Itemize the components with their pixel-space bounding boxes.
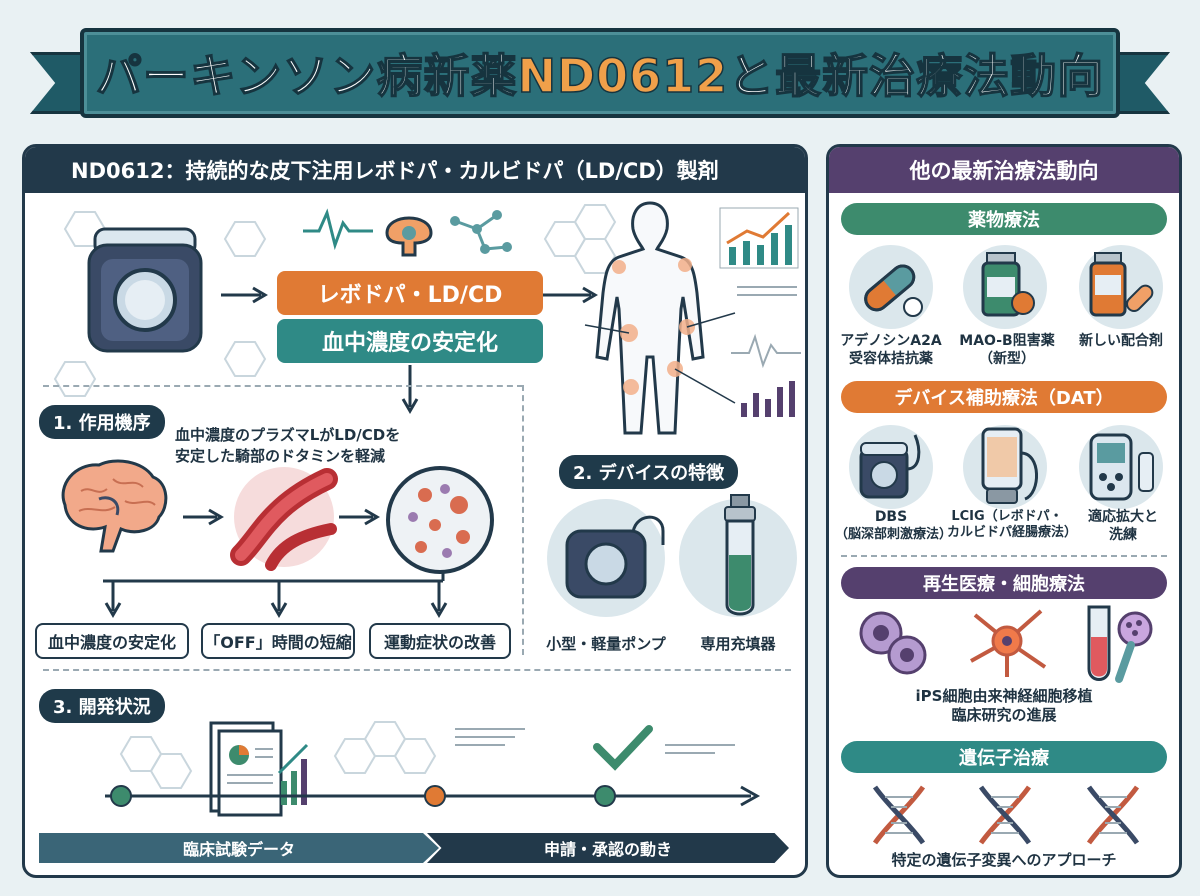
timeline-icon (105, 785, 761, 807)
dna-helix-icon (872, 785, 926, 845)
nd0612-panel: ND0612：持続的な皮下注用レボドパ・カルビドパ（LD/CD）製剤 レボドパ・… (22, 144, 808, 878)
drug-label-maob: MAO-B阻害薬（新型） (959, 333, 1055, 367)
arrow-right-icon (183, 508, 224, 526)
molecule-icon (450, 210, 512, 254)
dna-helix-icon (978, 785, 1032, 845)
bar-chart-icon (719, 207, 799, 269)
outcome-motor-symptoms: 運動症状の改善 (369, 623, 511, 659)
stage-approval: 申請・承認の動き (427, 833, 789, 863)
human-body-icon (584, 201, 736, 435)
neuron-icon (970, 609, 1047, 677)
title-banner: パーキンソン病新薬ND0612と最新治療法動向 (80, 28, 1120, 118)
device-tag: 2. デバイスの特徴 (559, 455, 739, 489)
waveform-icon (303, 208, 373, 251)
capsule-icon (864, 264, 923, 317)
mechanism-note: 血中濃度のプラズマLがLD/CDを 安定した騎部のドタミンを軽減 (175, 426, 401, 465)
blood-level-stabilization-pill: 血中濃度の安定化 (277, 319, 543, 363)
device-filler-label: 専用充填器 (700, 635, 776, 653)
mechanism-tag: 1. 作用機序 (39, 405, 165, 439)
dbs-device-icon (859, 434, 921, 499)
lines-icon (455, 728, 525, 746)
lcig-pump-icon (981, 427, 1038, 504)
stem-cells-icon (859, 611, 927, 675)
vial-filler-icon (724, 494, 756, 616)
remote-controller-icon (1089, 433, 1154, 501)
section-divider (43, 385, 523, 387)
test-tube-icon (1087, 605, 1153, 683)
arrow-right-icon (221, 286, 268, 304)
section-divider (841, 555, 1167, 557)
drug-label-new-combination: 新しい配合剤 (1079, 333, 1163, 349)
other-therapies-header: 他の最新治療法動向 (829, 147, 1179, 193)
section-divider (43, 669, 791, 671)
device-pump-label: 小型・軽量ポンプ (546, 635, 666, 653)
dna-helix-icon (1086, 785, 1140, 845)
ecg-line-icon (731, 333, 801, 369)
brain-icon (61, 459, 168, 553)
device-label-expansion: 適応拡大と洗練 (1088, 509, 1158, 543)
hexagon-decoration-icon (333, 721, 437, 774)
levodopa-pill: レボドパ・LD/CD (277, 271, 543, 315)
outcome-stabilization: 血中濃度の安定化 (35, 623, 189, 659)
regenerative-category: 再生医療・細胞療法 (841, 567, 1167, 599)
checkmark-icon (593, 725, 653, 771)
infusion-pump-icon (87, 227, 203, 353)
arrow-down-icon (401, 365, 419, 414)
small-pump-icon (565, 515, 665, 599)
outcome-off-time: 「OFF」時間の短縮 (201, 623, 355, 659)
nd0612-panel-header: ND0612：持続的な皮下注用レボドパ・カルビドパ（LD/CD）製剤 (25, 147, 805, 193)
stage-clinical-data: 臨床試験データ (39, 833, 439, 863)
regenerative-caption: iPS細胞由来神経細胞移植臨床研究の進展 (915, 687, 1093, 724)
pill-bottle-icon (981, 252, 1035, 317)
device-therapy-category: デバイス補助療法（DAT） (841, 381, 1167, 413)
lines-icon (737, 286, 797, 296)
cells-magnified-icon (386, 466, 494, 574)
device-label-dbs: DBS（脳深部刺激療法） (835, 509, 953, 542)
development-tag: 3. 開発状況 (39, 689, 165, 723)
branch-arrows-icon (103, 571, 448, 618)
arrow-right-icon (339, 508, 380, 526)
gene-therapy-caption: 特定の遺伝子変異へのアプローチ (891, 851, 1117, 869)
arrow-right-icon (541, 286, 598, 304)
brain-stem-icon (385, 216, 433, 257)
bar-chart-small-icon (741, 381, 795, 417)
medicine-bottle-icon (1089, 252, 1154, 317)
hexagon-decoration-icon (119, 736, 193, 789)
page-title: パーキンソン病新薬ND0612と最新治療法動向 (95, 48, 1105, 104)
section-divider (522, 385, 524, 655)
lines-icon (665, 744, 735, 754)
drug-therapy-category: 薬物療法 (841, 203, 1167, 235)
device-label-lcig: LCIG（レボドパ・カルビドパ経腸療法） (947, 509, 1078, 541)
gene-therapy-category: 遺伝子治療 (841, 741, 1167, 773)
blood-vessel-icon (230, 467, 338, 571)
